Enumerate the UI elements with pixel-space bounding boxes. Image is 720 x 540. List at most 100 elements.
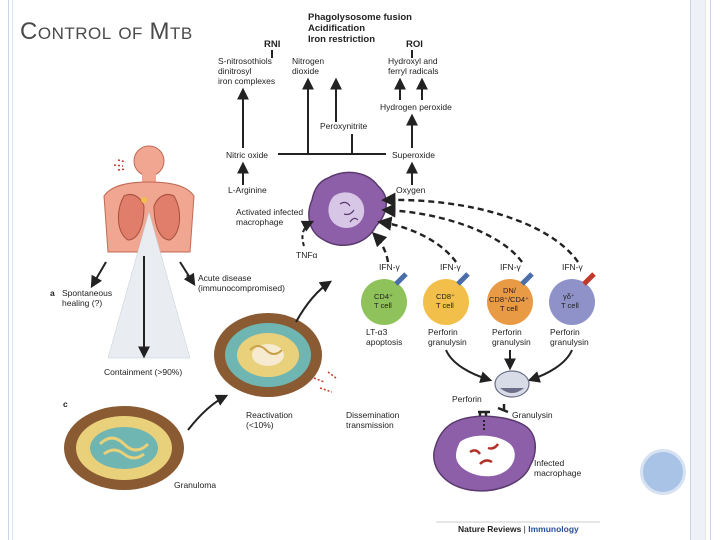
cytotoxic-arrows [445,349,573,383]
ifn-label: IFN-γ [379,262,401,272]
tnf-text: TNFα [296,250,318,260]
immunocompromised-text: (immunocompromised) [198,283,285,293]
cell-effect: Perforin [492,327,522,337]
reactivation-text: Reactivation [246,410,293,420]
ifn-label: IFN-γ [500,262,522,272]
ifn-label: IFN-γ [562,262,584,272]
reactivation-percent-text: (<10%) [246,420,274,430]
title-word: OF [118,24,143,43]
credit-publisher: Nature Reviews [458,524,522,534]
hydrogen-peroxide-text: Hydrogen peroxide [380,102,452,112]
receptor-icon [394,272,408,286]
left-rail [8,0,9,540]
ferryl-radicals-text: ferryl radicals [388,66,439,76]
cell-name: T cell [436,301,454,310]
oxygen-text: Oxygen [396,185,426,195]
superoxide-text: Superoxide [392,150,435,160]
ifn-arrow-4 [381,192,579,263]
title-word: ONTROL [37,24,112,43]
right-rail-edge [710,0,711,540]
activated-macrophage-text-2: macrophage [236,217,284,227]
t-cell-row: IFN-γ IFN-γ IFN-γ IFN-γ CD4⁺ T cell LT-α… [361,262,596,347]
activated-macrophage-cell [308,171,387,247]
activated-macrophage-text: Activated infected [236,207,303,217]
cell-body [487,279,533,325]
granuloma-bottom [64,406,184,490]
healing-text: healing (?) [62,298,102,308]
cell-name: CD4⁺ [374,292,393,301]
arrow-spontaneous [90,261,107,289]
credit-line: Nature Reviews | Immunology [458,524,579,534]
acidification-text: Acidification [308,23,365,34]
rni-label: RNI [264,39,280,50]
cell-effect: Perforin [428,327,458,337]
left-rail-inner [12,0,13,540]
receptor-icon [582,272,596,286]
cell-effect: granulysin [492,337,531,347]
nitrogen-text: Nitrogen [292,56,324,66]
title-word: TB [170,24,193,43]
label-c: c [63,399,68,409]
hydroxyl-text: Hydroxyl and [388,56,438,66]
right-rail [690,0,706,540]
credit-journal: Immunology [528,524,579,534]
granulysin-label: Granulysin [512,410,553,420]
cell-name: DN/ [503,286,517,295]
ifn-label: IFN-γ [440,262,462,272]
granuloma-reactivated [214,313,322,397]
dissemination-text: Dissemination [346,410,400,420]
cell-effect: apoptosis [366,337,402,347]
arrow-to-acute [295,280,332,323]
dissemination-marks [313,371,337,393]
label-a: a [50,288,55,298]
dioxide-text: dioxide [292,66,319,76]
slide-badge [640,449,686,495]
ifn-arrow-1 [371,231,390,263]
credit-separator: | [521,524,528,534]
cell-name: γδ⁺ [563,292,575,301]
s-nitrosothiols-text: S-nitrosothiols [218,56,272,66]
granuloma-text: Granuloma [174,480,216,490]
pathway-arrows [237,50,428,185]
iron-restriction-text: Iron restriction [308,34,375,45]
cell-effect: Perforin [550,327,580,337]
cell-name: T cell [500,304,518,313]
t-cell-dn: DN/ CD8⁺/CD4⁺ T cell Perforin granulysin [487,272,534,347]
label-b: b [186,273,191,283]
cytotoxic-cell [494,370,530,398]
cell-body [361,279,407,325]
cell-name: CD8⁺ [436,292,455,301]
ifn-dashed-arrows [371,192,579,263]
infected-macrophage-text: Infected [534,458,565,468]
cell-name: CD8⁺/CD4⁺ [489,295,529,304]
transmission-text: transmission [346,420,394,430]
t-cell-gd: γδ⁺ T cell Perforin granulysin [549,272,596,347]
arrow-reactivation [187,394,229,431]
arrow-cd8-to-killer [445,349,493,383]
arrow-acute [179,261,196,287]
perforin-label: Perforin [452,394,482,404]
slide-title: CONTROL OF MTB [20,18,193,46]
peroxynitrite-text: Peroxynitrite [320,121,368,131]
infected-macrophage-cell [433,415,536,492]
spontaneous-text: Spontaneous [62,288,112,298]
l-arginine-text: L-Arginine [228,185,267,195]
ifn-arrow-3 [381,203,523,263]
cell-name: T cell [561,301,579,310]
title-letter: C [20,18,38,45]
iron-complexes-text: iron complexes [218,76,275,86]
cell-body [549,279,595,325]
containment-text: Containment (>90%) [104,367,182,377]
cell-effect: granulysin [428,337,467,347]
cell-body [423,279,469,325]
ifn-arrow-2 [377,216,457,263]
dinitrosyl-text: dinitrosyl [218,66,252,76]
t-cell-cd4: CD4⁺ T cell LT-α3 apoptosis [361,272,408,347]
receptor-icon [456,272,470,286]
title-letter: M [149,18,171,45]
cell-effect: LT-α3 [366,327,388,337]
acute-disease-text: Acute disease [198,273,252,283]
phagolysosome-text: Phagolysosome fusion [308,12,412,23]
